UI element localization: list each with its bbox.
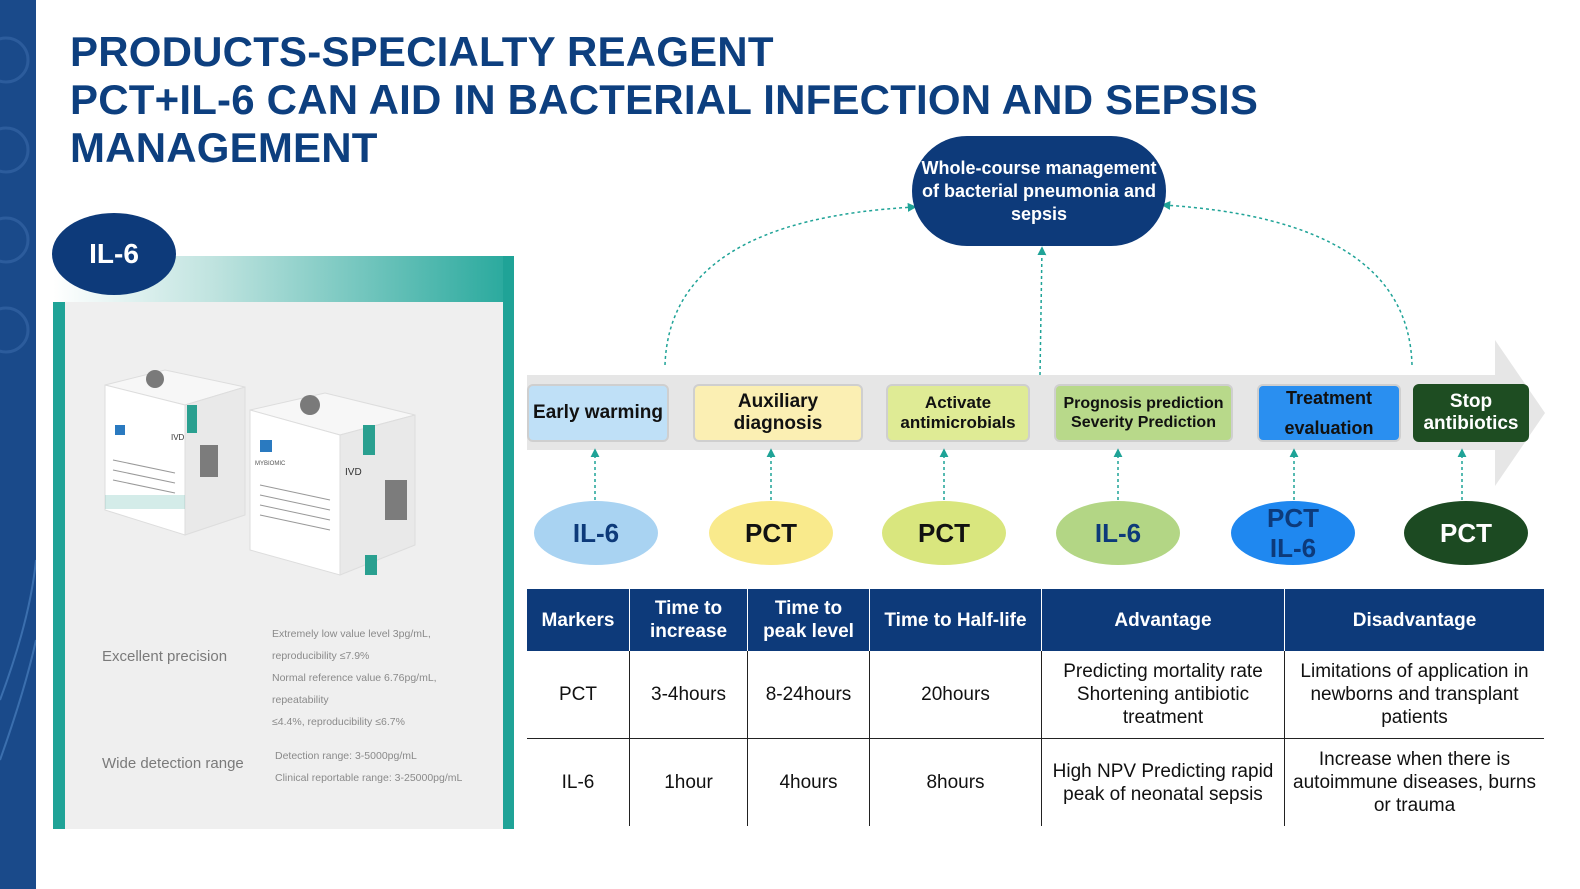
stage-prognosis-prediction: Prognosis prediction Severity Prediction bbox=[1054, 384, 1233, 442]
title-line-3: MANAGEMENT bbox=[70, 124, 378, 171]
page-title: PRODUCTS-SPECIALTY REAGENT PCT+IL-6 CAN … bbox=[70, 28, 1450, 172]
feature-detail-line: Clinical reportable range: 3-25000pg/mL bbox=[275, 772, 463, 784]
reagent-box-image: IVD IVD MYBIOMIC bbox=[104, 369, 416, 576]
marker-pct-il6-evaluation: PCT IL-6 bbox=[1231, 501, 1355, 565]
marker-pct-diagnosis: PCT bbox=[709, 501, 833, 565]
connector-center bbox=[1037, 246, 1047, 376]
feature-detail-line: Normal reference value 6.76pg/mL, repeat… bbox=[272, 672, 437, 706]
marker-il6-prognosis: IL-6 bbox=[1056, 501, 1180, 565]
table-cell: 20hours bbox=[869, 651, 1042, 739]
whole-course-hub: Whole-course management of bacterial pne… bbox=[912, 136, 1166, 246]
feature-label-precision: Excellent precision bbox=[102, 648, 228, 665]
table-cell: 4hours bbox=[747, 738, 870, 826]
table-cell: Predicting mortality rate Shortening ant… bbox=[1041, 651, 1285, 739]
title-line-2: PCT+IL-6 CAN AID IN BACTERIAL INFECTION … bbox=[70, 76, 1259, 123]
table-cell: High NPV Predicting rapid peak of neonat… bbox=[1041, 738, 1285, 826]
front-box-brand-text: MYBIOMIC bbox=[255, 461, 286, 467]
table-header-cell: Time to Half-life bbox=[869, 589, 1042, 651]
feature-detail-line: ≤4.4%, reproducibility ≤6.7% bbox=[272, 716, 405, 728]
table-header-cell: Disadvantage bbox=[1284, 589, 1544, 651]
panel-left-edge bbox=[53, 302, 65, 829]
feature-detail-line: Detection range: 3-5000pg/mL bbox=[275, 750, 417, 762]
left-decorative-strip bbox=[0, 0, 36, 889]
table-cell: IL-6 bbox=[561, 772, 595, 793]
table-cell: 8hours bbox=[869, 738, 1042, 826]
table-header-row: Markers Time to increase Time to peak le… bbox=[527, 589, 1544, 651]
connector-right bbox=[1161, 200, 1413, 366]
feature-label-range: Wide detection range bbox=[102, 755, 244, 772]
marker-pct-stop: PCT bbox=[1404, 501, 1528, 565]
marker-pct-antimicrobials: PCT bbox=[882, 501, 1006, 565]
table-row: PCT 3-4hours 8-24hours 20hours Predictin… bbox=[527, 651, 1544, 739]
table-cell: PCT bbox=[527, 651, 630, 739]
il6-badge: IL-6 bbox=[52, 213, 176, 295]
title-line-1: PRODUCTS-SPECIALTY REAGENT bbox=[70, 28, 774, 75]
table-cell: 8-24hours bbox=[747, 651, 870, 739]
table-header-cell: Time to increase bbox=[629, 589, 748, 651]
table-cell: 3-4hours bbox=[629, 651, 748, 739]
marker-il6-early: IL-6 bbox=[534, 501, 658, 565]
stage-activate-antimicrobials: Activate antimicrobials bbox=[886, 384, 1030, 442]
table-header-cell: Time to peak level bbox=[747, 589, 870, 651]
front-box-ivd-text: IVD bbox=[345, 467, 362, 478]
back-box-ivd-text: IVD bbox=[171, 433, 185, 442]
panel-right-edge bbox=[503, 256, 514, 829]
table-cell: 1hour bbox=[629, 738, 748, 826]
table-row: IL-6 1hour 4hours 8hours High NPV Predic… bbox=[527, 738, 1544, 826]
table-cell: Limitations of application in newborns a… bbox=[1284, 651, 1544, 739]
strip-pattern bbox=[0, 36, 36, 761]
stage-stop-antibiotics: Stop antibiotics bbox=[1413, 384, 1529, 442]
table-header-cell: Advantage bbox=[1041, 589, 1285, 651]
stage-early-warming: Early warming bbox=[527, 384, 669, 442]
stage-auxiliary-diagnosis: Auxiliary diagnosis bbox=[693, 384, 863, 442]
feature-details-precision: Extremely low value level 3pg/mL, reprod… bbox=[272, 623, 482, 733]
table-cell: Increase when there is autoimmune diseas… bbox=[1284, 738, 1544, 826]
table-header-cell: Markers bbox=[527, 589, 630, 651]
feature-detail-line: Extremely low value level 3pg/mL, reprod… bbox=[272, 628, 431, 662]
connector-left bbox=[664, 202, 917, 366]
marker-comparison-table: Markers Time to increase Time to peak le… bbox=[527, 589, 1544, 826]
feature-details-range: Detection range: 3-5000pg/mL Clinical re… bbox=[275, 745, 485, 789]
stage-treatment-evaluation: Treatment evaluation bbox=[1257, 384, 1401, 442]
